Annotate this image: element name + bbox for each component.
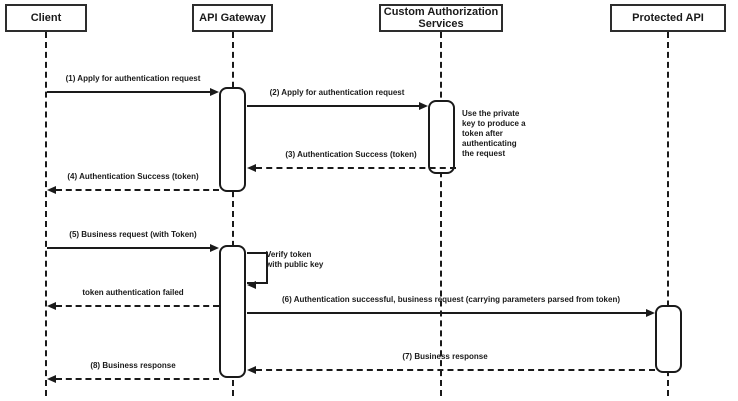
message-2-line: [247, 105, 419, 107]
activation-protected-api: [655, 305, 682, 373]
message-failed-label: token authentication failed: [82, 288, 184, 297]
activation-api-gateway-business: [219, 245, 246, 378]
message-4-line: [56, 189, 219, 191]
lifeline-protected-api: [667, 32, 669, 396]
message-failed-line: [56, 305, 219, 307]
actor-protected-api: Protected API: [610, 4, 726, 32]
self-message-label: Verify token with public key: [266, 250, 324, 269]
message-8-label: (8) Business response: [90, 361, 176, 370]
message-8-line: [56, 378, 219, 380]
arrowhead-left-icon: [47, 375, 56, 383]
actor-client: Client: [5, 4, 87, 32]
message-6-line: [247, 312, 646, 314]
message-5-label: (5) Business request (with Token): [69, 230, 197, 239]
arrowhead-left-icon: [247, 281, 256, 289]
arrowhead-right-icon: [210, 244, 219, 252]
actor-api-gateway-label: API Gateway: [199, 12, 266, 24]
lifeline-client: [45, 32, 47, 396]
actor-client-label: Client: [30, 12, 62, 24]
arrowhead-left-icon: [247, 164, 256, 172]
activation-api-gateway-auth: [219, 87, 246, 192]
note-private-key: Use the private key to produce a token a…: [462, 109, 526, 158]
arrowhead-right-icon: [419, 102, 428, 110]
lifeline-api-gateway: [232, 32, 234, 396]
arrowhead-right-icon: [210, 88, 219, 96]
actor-custom-authorization-services-label: Custom Authorization Services: [383, 6, 499, 30]
arrowhead-right-icon: [646, 309, 655, 317]
message-3-label: (3) Authentication Success (token): [285, 150, 417, 159]
actor-protected-api-label: Protected API: [632, 12, 704, 24]
activation-custom-authorization-services: [428, 100, 455, 174]
message-6-label: (6) Authentication successful, business …: [281, 295, 621, 304]
arrowhead-left-icon: [47, 186, 56, 194]
arrowhead-left-icon: [247, 366, 256, 374]
message-3-line: [256, 167, 456, 169]
message-1-line: [47, 91, 211, 93]
actor-custom-authorization-services: Custom Authorization Services: [379, 4, 503, 32]
message-5-line: [47, 247, 211, 249]
lifeline-custom-authorization-services: [440, 32, 442, 396]
message-7-label: (7) Business response: [402, 352, 488, 361]
message-1-label: (1) Apply for authentication request: [65, 74, 201, 83]
message-2-label: (2) Apply for authentication request: [269, 88, 405, 97]
message-7-line: [256, 369, 655, 371]
message-4-label: (4) Authentication Success (token): [67, 172, 199, 181]
arrowhead-left-icon: [47, 302, 56, 310]
actor-api-gateway: API Gateway: [192, 4, 273, 32]
self-message-loop: [247, 252, 268, 284]
